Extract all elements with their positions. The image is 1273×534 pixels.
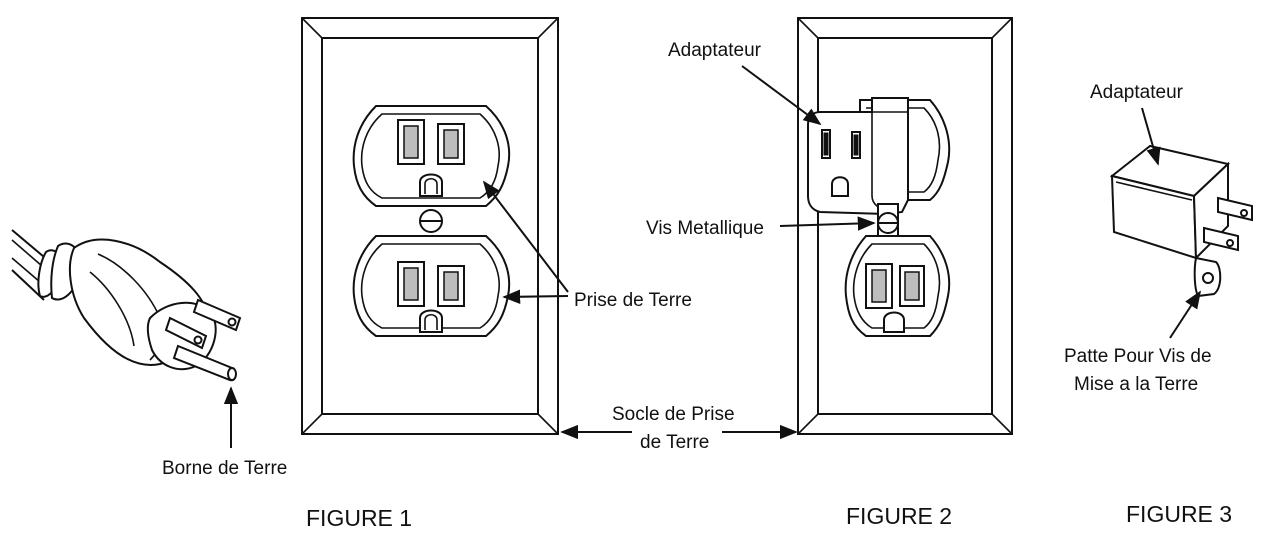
adapter-icon [1109,144,1253,298]
adaptateur-fig2-label: Adaptateur [668,40,762,61]
figure-1-caption: FIGURE 1 [306,505,412,531]
socle-label-line1: Socle de Prise [612,404,735,425]
duplex-outlet-icon [301,17,559,435]
figure-2-caption: FIGURE 2 [846,503,952,529]
patte-label-line1: Patte Pour Vis de [1064,346,1212,367]
figure-3-caption: FIGURE 3 [1126,501,1232,527]
vis-metallique-label: Vis Metallique [646,218,764,239]
socle-label-line2: de Terre [640,432,709,453]
borne-de-terre-label: Borne de Terre [162,458,287,479]
patte-label-line2: Mise a la Terre [1074,374,1198,395]
prise-de-terre-label: Prise de Terre [574,290,692,311]
duplex-outlet-with-adapter [797,17,1013,435]
adaptateur-fig3-label: Adaptateur [1090,82,1184,103]
grounded-plug-icon [11,229,242,382]
